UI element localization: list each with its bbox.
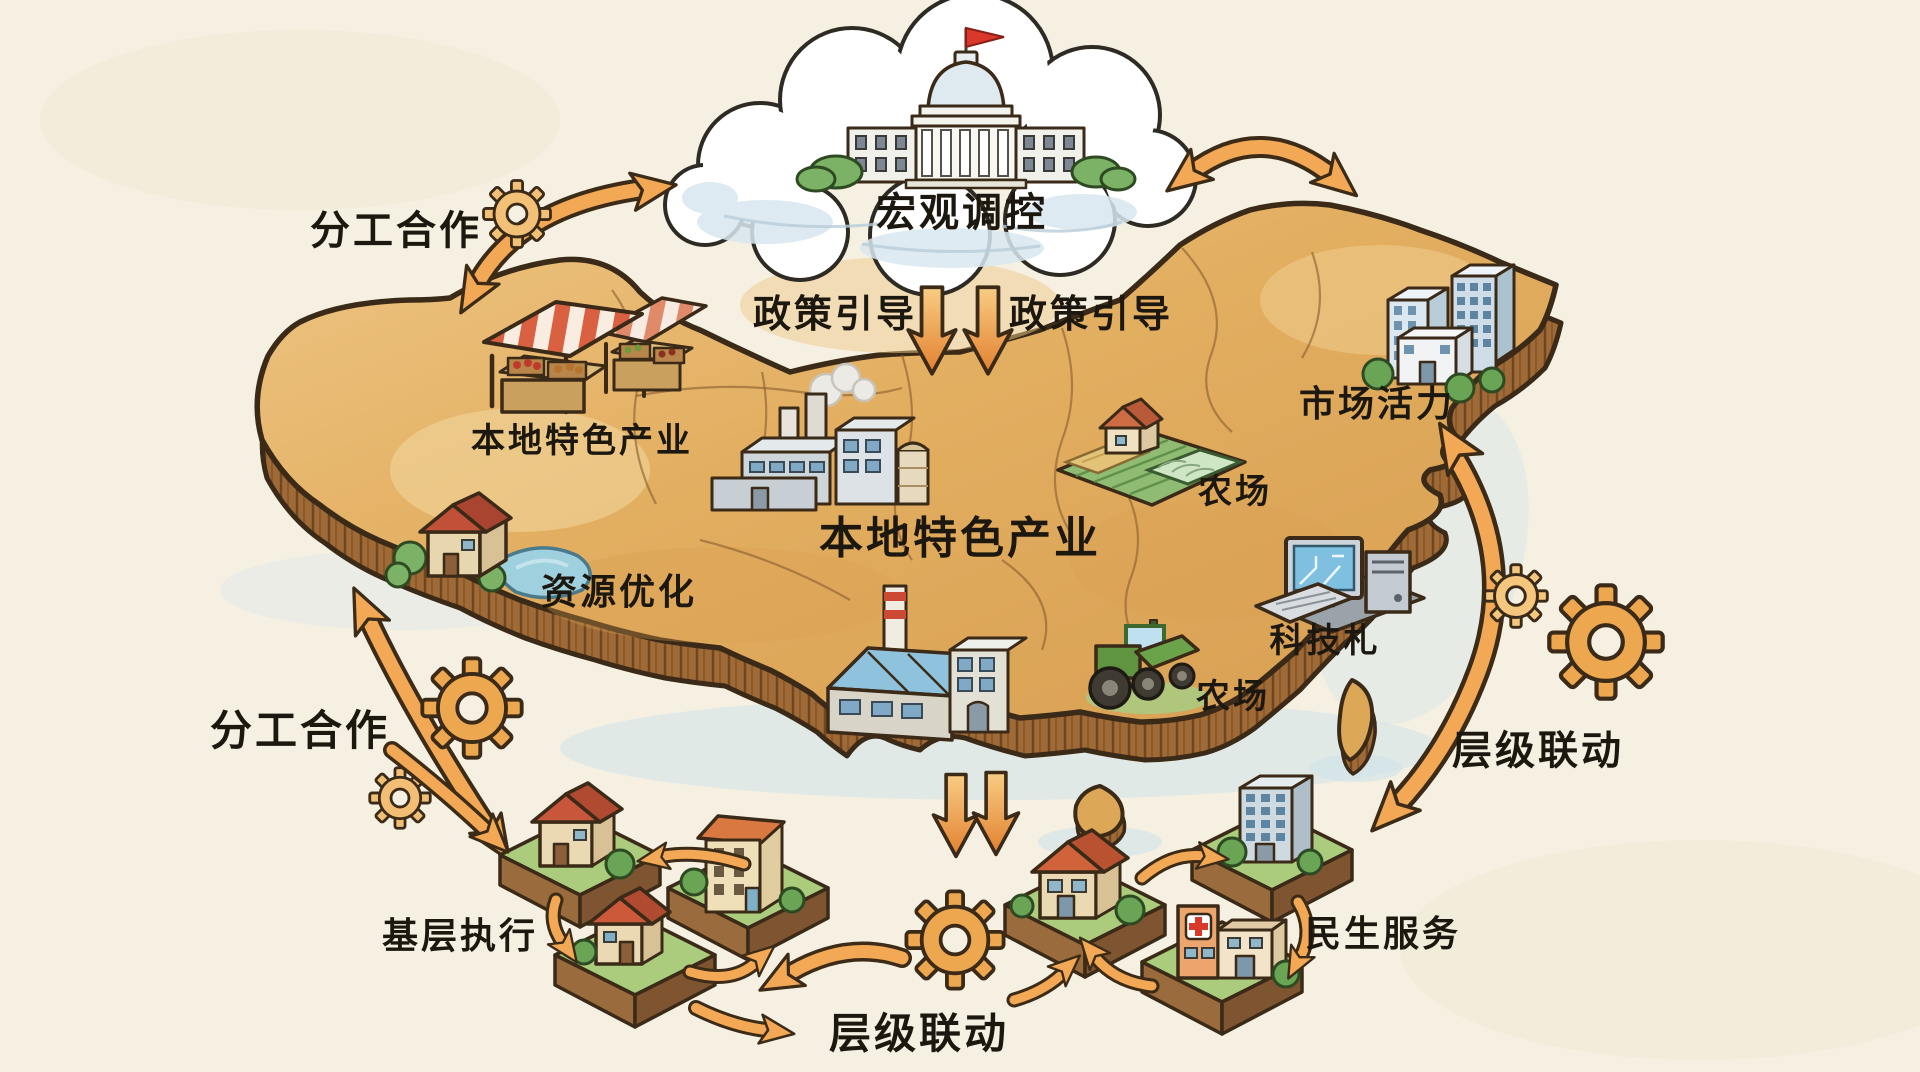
- industry-center-label: 本地特色产业: [819, 513, 1101, 564]
- tractor-icon: [1086, 619, 1210, 714]
- low-block: [1396, 326, 1474, 386]
- cluster-arrows: [1006, 841, 1316, 1008]
- grassroots-label: 基层执行: [382, 916, 538, 957]
- factory-icon-lower: [826, 584, 1028, 742]
- office-building-icon: [1238, 774, 1314, 864]
- bush-icon: [795, 154, 1137, 193]
- industry-nw-label: 本地特色产业: [471, 421, 693, 461]
- house-icon: [418, 491, 513, 578]
- paper-texture: [40, 30, 560, 210]
- resource-label: 资源优化: [541, 572, 697, 613]
- grassroots-cluster: [383, 741, 830, 1029]
- livelihood-cluster: [1003, 774, 1354, 1036]
- division-left-label: 分工合作: [210, 706, 390, 755]
- farm-north-label: 农场: [1198, 472, 1272, 512]
- platform-hospital: [1140, 904, 1304, 1036]
- policy-right-label: 政策引导: [1009, 292, 1173, 336]
- livelihood-label: 民生服务: [1305, 914, 1461, 955]
- platform-house-2: [553, 886, 717, 1029]
- farm-south-label: 农场: [1196, 677, 1270, 717]
- tree-icon: [604, 848, 636, 880]
- house-icon: [1030, 828, 1130, 920]
- macro-regulation-label: 宏观调控: [876, 190, 1048, 236]
- tree-icon: [778, 886, 806, 914]
- keyboard: [1254, 582, 1354, 624]
- pond-icon: [497, 546, 592, 600]
- house-pond-icon: [384, 491, 592, 600]
- office-towers-icon: [1361, 263, 1516, 404]
- curved-arrow-top-right: [1154, 136, 1370, 212]
- policy-left-label: 政策引导: [753, 292, 917, 336]
- market-vitality-label: 市场活力: [1299, 384, 1455, 425]
- linkage-bottom-label: 层级联动: [829, 1009, 1009, 1058]
- tree-icon: [1009, 893, 1035, 919]
- dome-icon: [926, 60, 1006, 112]
- linkage-right-label: 层级联动: [1452, 728, 1624, 774]
- greenhouse-icon: [1143, 448, 1245, 486]
- smoke-icon: [808, 362, 877, 408]
- flag-icon: [965, 26, 1005, 49]
- farmhouse-icon: [1098, 397, 1164, 455]
- hospital-icon: [1176, 904, 1288, 980]
- platform-office: [1190, 774, 1354, 924]
- farm-north-icon: [1056, 397, 1247, 507]
- tree-icon: [1114, 894, 1146, 926]
- cluster-arrows: [545, 841, 785, 984]
- factory-icon-upper: [710, 362, 930, 512]
- curved-arrow-bottom-right-point: [688, 1000, 798, 1050]
- market-stall-icon: [482, 296, 708, 415]
- curved-arrow-entry-left: [383, 741, 497, 841]
- tree-icon: [1296, 848, 1324, 876]
- computer-icon: [1254, 536, 1426, 634]
- tree-icon: [679, 867, 709, 897]
- curved-arrow-bottom-left-point: [749, 941, 912, 1008]
- curved-arrow-left: [335, 578, 527, 872]
- government-building-icon: [795, 26, 1137, 193]
- market-stall-back: [598, 296, 708, 398]
- tree-icon: [1361, 357, 1506, 404]
- curved-arrow-right: [1355, 410, 1507, 847]
- market-stall-front: [482, 300, 644, 415]
- silo-icon: [896, 441, 930, 506]
- division-top-label: 分工合作: [310, 208, 482, 254]
- platform-apartment: [666, 814, 830, 962]
- paper-texture: [1400, 840, 1920, 1060]
- technology-label: 科技札: [1270, 621, 1381, 661]
- taiwan-island: [1337, 678, 1377, 776]
- house-icon: [586, 886, 672, 966]
- red-cross-icon: [1189, 917, 1208, 936]
- platform-house-1: [498, 781, 662, 929]
- tree-icon: [384, 540, 507, 593]
